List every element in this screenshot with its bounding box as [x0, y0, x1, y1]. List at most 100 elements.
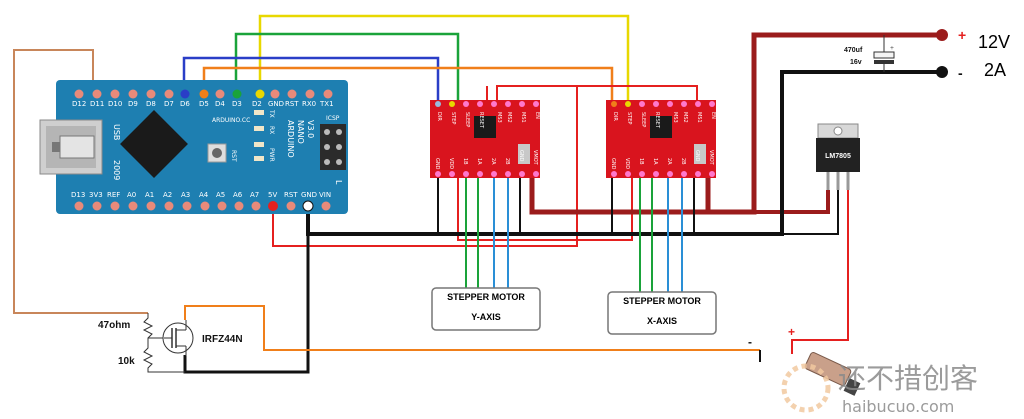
svg-text:RST: RST — [230, 150, 237, 162]
svg-text:IRFZ44N: IRFZ44N — [202, 334, 243, 345]
laser-module: - + — [748, 325, 861, 396]
svg-text:STEPPER MOTOR: STEPPER MOTOR — [447, 292, 525, 302]
svg-text:还不措创客: 还不措创客 — [838, 362, 978, 395]
svg-text:A6: A6 — [233, 191, 243, 199]
wire-red-5v-b — [496, 85, 577, 100]
svg-text:GND: GND — [268, 100, 284, 108]
wire-darkred-reg — [754, 190, 830, 214]
svg-text:GND: GND — [694, 150, 700, 162]
svg-text:A2: A2 — [163, 191, 172, 199]
wire-black-reg — [782, 190, 839, 235]
wire-red-reg — [791, 190, 849, 352]
svg-text:12V: 12V — [978, 32, 1010, 52]
svg-text:RESET: RESET — [654, 112, 660, 129]
svg-text:D13: D13 — [71, 191, 85, 199]
arduino-nano: D12 D11 D10 D9 D8 D7 D6 D5 D4 D3 D2 GND … — [39, 80, 348, 214]
svg-text:RST: RST — [284, 191, 298, 199]
power-supply-terminals: + - 12V 2A — [936, 27, 1010, 81]
svg-text:3V3: 3V3 — [89, 191, 103, 199]
svg-text:VDD: VDD — [448, 158, 454, 169]
svg-text:2B: 2B — [680, 158, 686, 165]
svg-text:MS1: MS1 — [520, 112, 526, 123]
svg-text:47ohm: 47ohm — [98, 320, 130, 331]
svg-text:haibucuo.com: haibucuo.com — [842, 397, 954, 416]
svg-text:D8: D8 — [146, 100, 156, 108]
svg-text:VIN: VIN — [319, 191, 331, 199]
svg-text:TX: TX — [268, 109, 275, 118]
svg-text:D7: D7 — [164, 100, 174, 108]
svg-text:16v: 16v — [850, 59, 862, 66]
svg-text:NANO: NANO — [296, 120, 305, 144]
svg-text:D5: D5 — [199, 100, 209, 108]
svg-text:10k: 10k — [118, 356, 135, 367]
svg-text:MS2: MS2 — [506, 112, 512, 123]
svg-text:X-AXIS: X-AXIS — [647, 316, 677, 326]
svg-text:A5: A5 — [216, 191, 225, 199]
svg-text:STEPPER MOTOR: STEPPER MOTOR — [623, 296, 701, 306]
svg-text:PWR: PWR — [268, 148, 275, 162]
svg-text:MS2: MS2 — [682, 112, 688, 123]
svg-text:A7: A7 — [250, 191, 259, 199]
svg-text:LM7805: LM7805 — [825, 153, 851, 160]
svg-text:5V: 5V — [268, 191, 277, 199]
wire-red-5v — [272, 85, 698, 247]
svg-text:2A: 2A — [984, 60, 1006, 80]
svg-text:1A: 1A — [476, 158, 482, 165]
svg-text:ARDUINO.CC: ARDUINO.CC — [212, 117, 250, 124]
svg-text:RX0: RX0 — [302, 100, 316, 108]
bottom-pin-labels: D13 3V3 REF A0 A1 A2 A3 A4 A5 A6 A7 5V R… — [71, 191, 331, 199]
svg-text:D9: D9 — [128, 100, 138, 108]
svg-text:1A: 1A — [652, 158, 658, 165]
svg-text:A0: A0 — [127, 191, 136, 199]
svg-text:ARDUINO: ARDUINO — [286, 120, 295, 158]
svg-text:MS3: MS3 — [672, 112, 678, 123]
svg-text:-: - — [748, 335, 752, 349]
svg-text:USB: USB — [112, 124, 121, 140]
svg-text:L: L — [334, 180, 343, 185]
svg-text:SLEEP: SLEEP — [464, 112, 470, 127]
svg-text:GND: GND — [610, 158, 616, 170]
svg-text:2A: 2A — [666, 158, 672, 165]
svg-text:SLEEP: SLEEP — [640, 112, 646, 127]
svg-text:1B: 1B — [638, 158, 644, 165]
svg-text:VDD: VDD — [624, 158, 630, 169]
gear-icon — [781, 363, 831, 413]
svg-text:D10: D10 — [108, 100, 122, 108]
svg-text:GND: GND — [518, 150, 524, 162]
stepper-motor-y-box: STEPPER MOTOR Y-AXIS — [431, 287, 541, 331]
svg-text:EN: EN — [534, 112, 540, 119]
svg-text:DIR: DIR — [436, 112, 442, 121]
svg-text:ICSP: ICSP — [326, 115, 340, 122]
top-pin-labels: D12 D11 D10 D9 D8 D7 D6 D5 D4 D3 D2 GND … — [72, 100, 334, 108]
svg-text:A1: A1 — [145, 191, 154, 199]
wire-red-vdd — [457, 176, 577, 241]
svg-text:MS1: MS1 — [696, 112, 702, 123]
svg-text:D3: D3 — [232, 100, 242, 108]
svg-text:+: + — [788, 325, 795, 339]
svg-text:D12: D12 — [72, 100, 86, 108]
watermark: 还不措创客 haibucuo.com — [781, 362, 978, 416]
svg-text:2009: 2009 — [112, 160, 121, 180]
svg-text:D2: D2 — [252, 100, 262, 108]
svg-text:GND: GND — [301, 191, 317, 199]
svg-text:D11: D11 — [90, 100, 104, 108]
wire-orange-laser — [184, 305, 760, 351]
wire-blue — [182, 56, 440, 100]
stepper-driver-y: DIR STEP SLEEP RESET MS3 MS2 MS1 EN GND … — [430, 100, 540, 178]
svg-text:D6: D6 — [180, 100, 190, 108]
top-header-pins — [74, 89, 333, 99]
svg-text:REF: REF — [107, 191, 120, 199]
svg-text:470uf: 470uf — [844, 47, 863, 54]
svg-text:TX1: TX1 — [319, 100, 334, 108]
bottom-header-pins — [74, 200, 331, 212]
wire-yellow — [258, 14, 630, 100]
svg-text:RX: RX — [268, 126, 275, 134]
mosfet-circuit: IRFZ44N 47ohm 10k — [98, 313, 243, 373]
svg-text:1B: 1B — [462, 158, 468, 165]
svg-text:2B: 2B — [504, 158, 510, 165]
stepper-motor-x-box: STEPPER MOTOR X-AXIS — [607, 291, 717, 335]
svg-text:A4: A4 — [199, 191, 209, 199]
capacitor: + 470uf 16v — [844, 35, 895, 72]
